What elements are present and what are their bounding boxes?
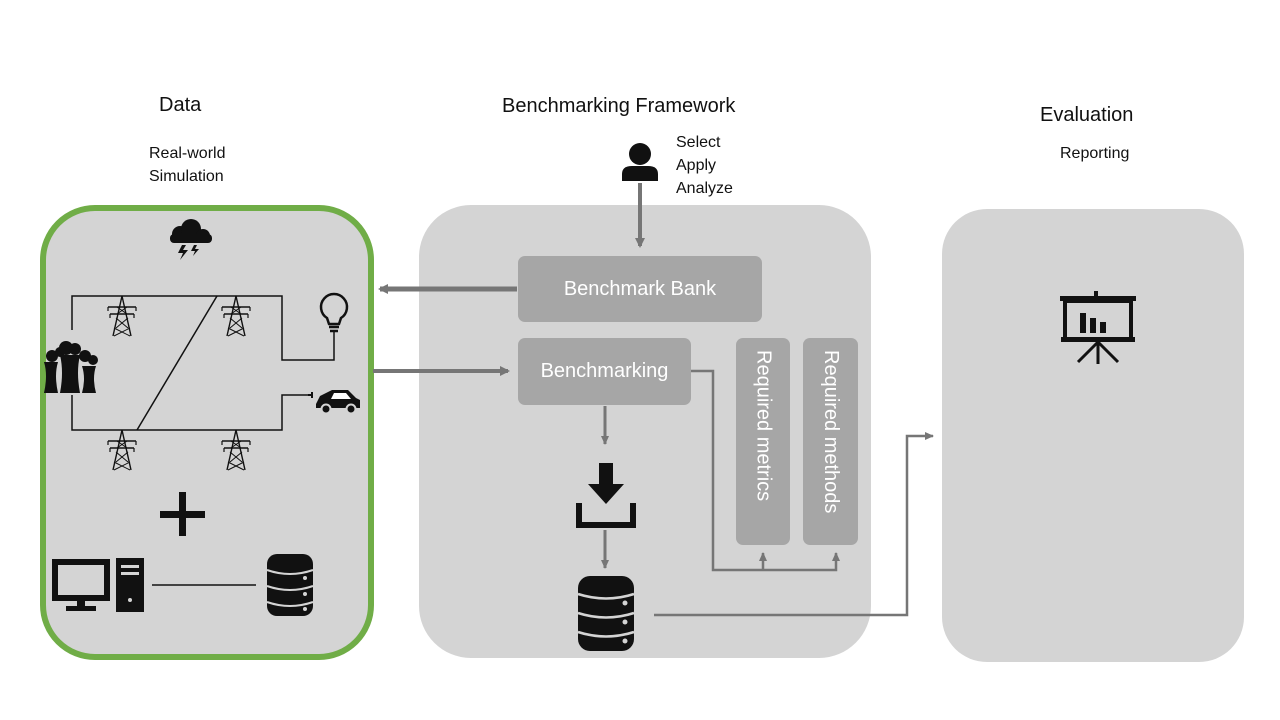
light-bulb-icon [319, 292, 349, 333]
data-source-real-world: Real-world [149, 145, 226, 162]
power-plant-icon [44, 341, 98, 393]
benchmarking-box: Benchmarking [518, 338, 691, 405]
benchmarking-to-methods-arrow [691, 369, 840, 572]
database-icon [577, 576, 635, 651]
benchmark-bank-label: Benchmark Bank [563, 277, 717, 300]
data-heading: Data [159, 94, 202, 116]
plus-icon [160, 492, 205, 536]
storm-cloud-icon [170, 219, 212, 260]
benchmarking-label: Benchmarking [540, 360, 669, 382]
evaluation-heading: Evaluation [1040, 104, 1134, 126]
benchmark-bank-box: Benchmark Bank [518, 256, 762, 322]
evaluation-subheading: Reporting [1060, 145, 1130, 162]
required-metrics-label: Required metrics [752, 350, 775, 502]
grid-lines [71, 295, 335, 431]
framework-heading: Benchmarking Framework [502, 95, 736, 117]
presentation-chart-icon [1060, 291, 1136, 364]
desktop-computer-icon [52, 558, 144, 612]
user-action-select: Select [676, 134, 721, 151]
download-icon [576, 463, 636, 528]
database-icon [266, 554, 314, 616]
required-metrics-box: Required metrics [736, 338, 790, 545]
transmission-tower-icon [107, 291, 137, 337]
database-to-evaluation-arrow [654, 432, 934, 617]
connector-arrows [373, 183, 934, 617]
user-action-apply: Apply [676, 157, 717, 174]
electric-car-icon [308, 390, 360, 415]
evaluation-panel [942, 209, 1244, 662]
required-methods-box: Required methods [803, 338, 858, 545]
required-methods-label: Required methods [820, 350, 842, 514]
user-icon [622, 143, 658, 181]
data-source-simulation: Simulation [149, 168, 224, 185]
transmission-tower-icon [221, 425, 251, 471]
transmission-tower-icon [221, 291, 251, 337]
transmission-tower-icon [107, 425, 137, 471]
user-action-analyze: Analyze [676, 180, 733, 197]
